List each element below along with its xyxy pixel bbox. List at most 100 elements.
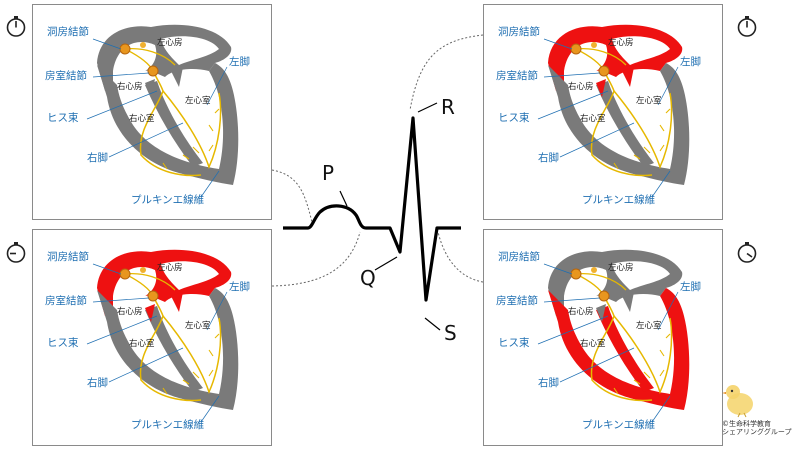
label-right-ventricle: 右心室 xyxy=(129,339,155,349)
septum xyxy=(596,81,654,167)
label-right-branch: 右脚 xyxy=(538,377,559,389)
chick-mascot-icon xyxy=(722,385,753,418)
label-right-ventricle: 右心室 xyxy=(580,339,606,349)
heart-panel-4: 洞房結節房室結節ヒス束右脚左脚プルキンエ線維左心房右心房左心室右心室 xyxy=(483,229,723,446)
leader-left-branch xyxy=(206,291,228,331)
left-atrium-chamber xyxy=(612,36,670,65)
label-av-node: 房室結節 xyxy=(496,70,538,82)
credit-text: ©生命科学教育 シェアリンググループ xyxy=(722,420,791,436)
label-right-branch: 右脚 xyxy=(87,377,108,389)
right-branch-path xyxy=(590,70,653,177)
av-node xyxy=(598,65,610,77)
label-right-atrium: 右心房 xyxy=(117,82,143,92)
leader-av-node xyxy=(543,297,601,303)
heart-panel-2: 洞房結節房室結節ヒス束右脚左脚プルキンエ線維左心房右心房左心室右心室 xyxy=(32,229,272,446)
leader-purkinje xyxy=(651,170,671,198)
mitral-valve xyxy=(171,292,183,312)
label-purkinje: プルキンエ線維 xyxy=(582,194,656,206)
leader-left-branch xyxy=(206,66,228,106)
leader-right-branch xyxy=(559,347,635,383)
leader-left-branch xyxy=(657,291,679,331)
leader-his-bundle xyxy=(537,90,609,120)
stopwatch-icon xyxy=(6,16,26,37)
leader-right-branch xyxy=(559,122,635,158)
connector-p1 xyxy=(271,169,313,223)
stopwatch-icon xyxy=(737,242,757,263)
leader-av-node xyxy=(543,72,601,78)
sa-node xyxy=(570,268,582,280)
left-atrium-chamber xyxy=(161,36,219,65)
leader-av-node xyxy=(92,72,150,78)
left-branch-path xyxy=(613,90,673,170)
septum xyxy=(145,306,203,392)
label-av-node: 房室結節 xyxy=(45,70,87,82)
tricuspid-valve xyxy=(596,79,606,97)
label-right-atrium: 右心房 xyxy=(568,82,594,92)
label-right-branch: 右脚 xyxy=(87,152,108,164)
right-branch-path xyxy=(590,295,653,402)
tricuspid-valve xyxy=(145,304,155,322)
ventricle-wall xyxy=(548,288,690,410)
left-branch-path xyxy=(613,315,673,395)
heart-illustration xyxy=(537,24,690,198)
left-atrium-chamber xyxy=(612,261,670,290)
leader-his-bundle xyxy=(86,315,158,345)
label-right-atrium: 右心房 xyxy=(117,307,143,317)
left-branch-path xyxy=(162,315,222,395)
credit-line-2: シェアリンググループ xyxy=(722,428,792,437)
purkinje-fibers xyxy=(162,108,220,170)
label-av-node: 房室結節 xyxy=(496,295,538,307)
sa-node-spark xyxy=(591,42,597,48)
leader-purkinje xyxy=(651,395,671,423)
label-left-branch: 左脚 xyxy=(229,281,250,293)
av-node xyxy=(147,65,159,77)
stopwatch-icon xyxy=(737,16,757,37)
tricuspid-valve xyxy=(145,79,155,97)
label-purkinje: プルキンエ線維 xyxy=(131,194,205,206)
sa-node xyxy=(119,43,131,55)
tricuspid-valve xyxy=(596,304,606,322)
heart-illustration xyxy=(537,249,690,423)
sa-node-spark xyxy=(140,42,146,48)
right-branch-path xyxy=(139,295,202,402)
label-his-bundle: ヒス束 xyxy=(498,112,530,124)
label-left-branch: 左脚 xyxy=(680,281,701,293)
label-sa-node: 洞房結節 xyxy=(47,26,89,38)
right-branch-path xyxy=(139,70,202,177)
label-left-ventricle: 左心室 xyxy=(636,96,662,106)
leader-purkinje xyxy=(200,395,220,423)
label-right-ventricle: 右心室 xyxy=(129,114,155,124)
heart-illustration xyxy=(86,249,239,423)
leader-right-branch xyxy=(108,122,184,158)
purkinje-fibers xyxy=(613,333,671,395)
leader-purkinje xyxy=(200,170,220,198)
sa-node xyxy=(119,268,131,280)
leader-right-branch xyxy=(108,347,184,383)
purkinje-fibers xyxy=(162,333,220,395)
ecg-label-s: S xyxy=(444,321,457,345)
mitral-valve xyxy=(171,67,183,87)
label-left-ventricle: 左心室 xyxy=(185,96,211,106)
ventricle-wall xyxy=(97,288,239,410)
ecg-waveform xyxy=(283,116,461,302)
ventricle-wall xyxy=(548,63,690,185)
left-atrium-chamber xyxy=(161,261,219,290)
label-right-ventricle: 右心室 xyxy=(580,114,606,124)
leader-av-node xyxy=(92,297,150,303)
leader-sa-node xyxy=(543,38,573,50)
mitral-valve xyxy=(622,67,634,87)
leader-sa-node xyxy=(92,263,122,275)
connector-p3 xyxy=(409,34,484,111)
ventricle-wall xyxy=(97,63,239,185)
label-his-bundle: ヒス束 xyxy=(47,112,79,124)
purkinje-fibers xyxy=(613,108,671,170)
sa-node xyxy=(570,43,582,55)
heart-panel-1: 洞房結節房室結節ヒス束右脚左脚プルキンエ線維左心房右心房左心室右心室 xyxy=(32,4,272,220)
label-left-atrium: 左心房 xyxy=(157,38,183,48)
label-his-bundle: ヒス束 xyxy=(498,337,530,349)
av-node xyxy=(147,290,159,302)
label-av-node: 房室結節 xyxy=(45,295,87,307)
label-purkinje: プルキンエ線維 xyxy=(582,419,656,431)
septum xyxy=(596,306,654,392)
